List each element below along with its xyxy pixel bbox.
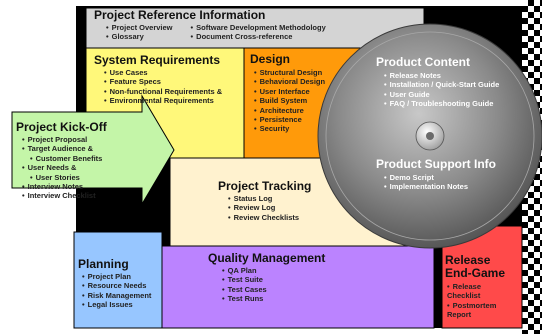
list-item: Security [254,124,325,133]
quality-list: QA Plan Test Suite Test Cases Test Runs [222,266,325,304]
list-item: Test Cases [222,285,325,294]
list-item: Glossary [106,32,173,41]
list-item: Use Cases [104,68,222,77]
reference-title: Project Reference Information [94,8,266,22]
product-support-section: Product Support Info Demo Script Impleme… [376,158,496,192]
quality-panel [161,245,435,329]
list-item: User Needs & [22,163,107,172]
design-title: Design [250,52,291,66]
product-support-title: Product Support Info [376,157,496,171]
requirements-title: System Requirements [94,53,221,67]
list-item: Review Checklists [228,213,311,222]
list-item: Behavioral Design [254,77,325,86]
release-title-line1: Release [445,253,491,267]
tracking-list: Status Log Review Log Review Checklists [228,194,311,222]
list-item: Postmortem Report [447,301,513,320]
list-item: Software Development Methodology [191,23,326,32]
list-item: Architecture [254,106,325,115]
design-section: Design Structural Design Behavioral Desi… [250,53,325,134]
list-item: Project Proposal [22,135,107,144]
list-item: Document Cross-reference [191,32,326,41]
kickoff-title: Project Kick-Off [16,120,107,134]
list-item: Build System [254,96,325,105]
list-item: User Stories [22,173,107,182]
list-item: Release Notes [384,71,499,80]
list-item: Status Log [228,194,311,203]
list-item: Implementation Notes [384,182,496,191]
list-item: User Interface [254,87,325,96]
list-item: Project Plan [82,272,151,281]
product-support-list: Demo Script Implementation Notes [384,173,496,192]
tracking-title: Project Tracking [218,179,312,193]
release-title-line2: End-Game [445,266,506,280]
list-item: Target Audience & [22,144,107,153]
kickoff-section: Project Kick-Off Project Proposal Target… [16,121,107,201]
list-item: FAQ / Troubleshooting Guide [384,99,499,108]
disc-spindle-hole [426,132,434,140]
quality-section: Quality Management QA Plan Test Suite Te… [208,252,325,304]
release-section: Release End-Game Release Checklist Postm… [445,254,521,320]
list-item: Review Log [228,203,311,212]
planning-title: Planning [78,257,129,271]
release-list: Release Checklist Postmortem Report [447,282,521,320]
product-content-title: Product Content [376,55,470,69]
list-item: Legal Issues [82,300,151,309]
list-item: Interview Checklist [22,191,107,200]
planning-list: Project Plan Resource Needs Risk Managem… [82,272,152,310]
product-content-section: Product Content Release Notes Installati… [376,56,499,109]
design-list: Structural Design Behavioral Design User… [254,68,325,134]
list-item: Interview Notes [22,182,107,191]
reference-list-2: Software Development Methodology Documen… [191,23,326,42]
list-item: Environmental Requirements [104,96,222,105]
requirements-section: System Requirements Use Cases Feature Sp… [94,54,222,106]
kickoff-list: Project Proposal Target Audience & Custo… [22,135,107,201]
list-item: Project Overview [106,23,173,32]
list-item: Risk Management [82,291,152,300]
list-item: Test Runs [222,294,325,303]
product-content-list: Release Notes Installation / Quick-Start… [384,71,500,109]
planning-section: Planning Project Plan Resource Needs Ris… [78,258,151,310]
list-item: Persistence [254,115,325,124]
list-item: Installation / Quick-Start Guide [384,80,500,89]
list-item: User Guide [384,90,499,99]
list-item: Non-functional Requirements & [104,87,223,96]
quality-title: Quality Management [208,251,326,265]
tracking-section: Project Tracking Status Log Review Log R… [218,180,311,222]
list-item: Release Checklist [447,282,513,301]
list-item: Demo Script [384,173,496,182]
list-item: Structural Design [254,68,325,77]
list-item: Test Suite [222,275,325,284]
reference-section: Project Reference Information Project Ov… [94,9,344,42]
disc-outer-ring [325,31,535,241]
requirements-list: Use Cases Feature Specs Non-functional R… [104,68,223,106]
list-item: Feature Specs [104,77,222,86]
list-item: Resource Needs [82,281,151,290]
list-item: Customer Benefits [22,154,107,163]
list-item: QA Plan [222,266,325,275]
reference-list-1: Project Overview Glossary [106,23,173,42]
